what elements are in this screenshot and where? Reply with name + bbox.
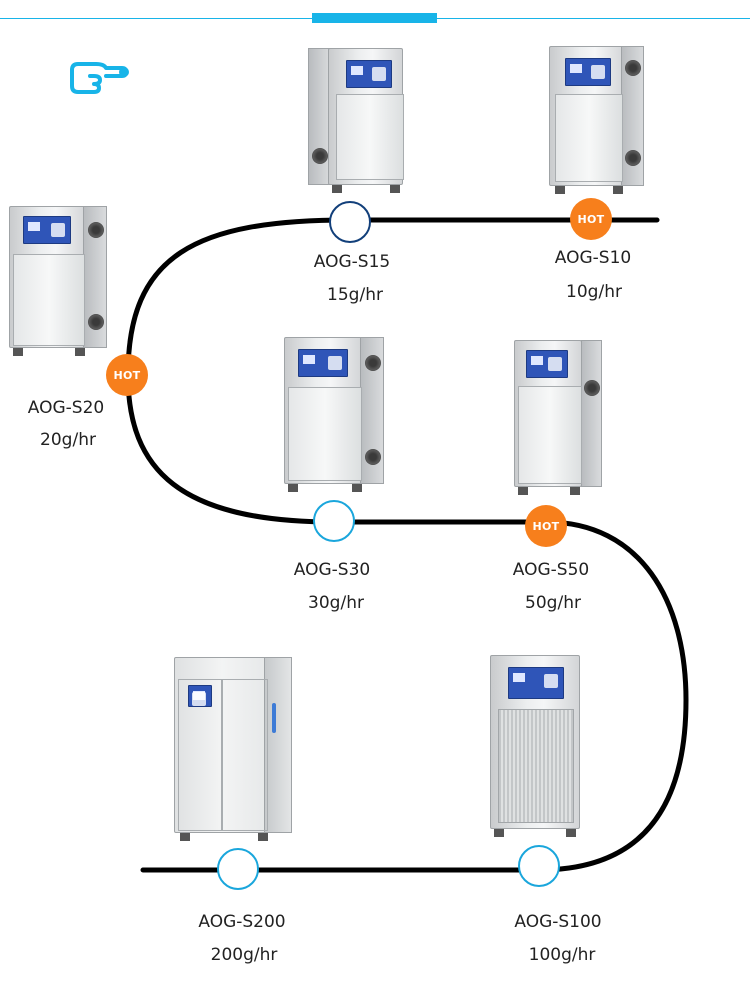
rate-label-aog-s10: 10g/hr <box>566 282 622 302</box>
node-aog-s30 <box>313 500 355 542</box>
model-label-aog-s20: AOG-S20 <box>27 398 105 418</box>
model-label-aog-s15: AOG-S15 <box>313 252 391 272</box>
rate-label-aog-s20: 20g/hr <box>40 430 96 450</box>
machine-image-aog-s200 <box>174 657 292 841</box>
model-label-aog-s100: AOG-S100 <box>514 912 602 932</box>
rate-label-aog-s30: 30g/hr <box>308 593 364 613</box>
rate-label-aog-s100: 100g/hr <box>528 945 596 965</box>
machine-image-aog-s100 <box>490 655 580 837</box>
machine-image-aog-s50 <box>514 340 602 495</box>
model-label-aog-s30: AOG-S30 <box>293 560 371 580</box>
header-accent-bar <box>312 13 437 23</box>
model-label-aog-s50: AOG-S50 <box>512 560 590 580</box>
hot-badge-aog-s50: HOT <box>525 505 567 547</box>
model-label-aog-s10: AOG-S10 <box>554 248 632 268</box>
node-aog-s15 <box>329 201 371 243</box>
node-aog-s200 <box>217 848 259 890</box>
rate-label-aog-s15: 15g/hr <box>327 285 383 305</box>
model-label-aog-s200: AOG-S200 <box>198 912 286 932</box>
hot-badge-aog-s10: HOT <box>570 198 612 240</box>
machine-image-aog-s15 <box>308 48 404 193</box>
machine-image-aog-s10 <box>549 46 644 194</box>
machine-image-aog-s20 <box>9 206 107 356</box>
hot-badge-aog-s20: HOT <box>106 354 148 396</box>
rate-label-aog-s50: 50g/hr <box>525 593 581 613</box>
pointing-hand-icon <box>70 62 129 94</box>
node-aog-s100 <box>518 845 560 887</box>
machine-image-aog-s30 <box>284 337 384 492</box>
rate-label-aog-s200: 200g/hr <box>210 945 278 965</box>
